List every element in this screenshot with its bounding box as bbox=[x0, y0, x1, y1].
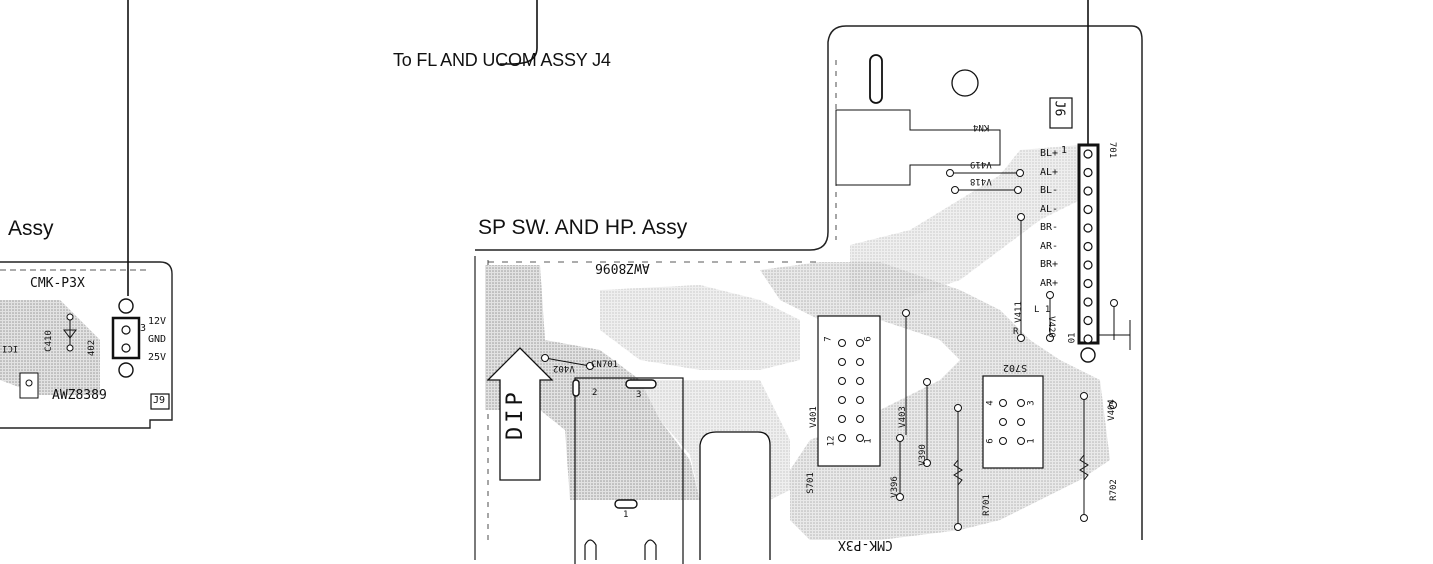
j6-pin-pad bbox=[1083, 297, 1093, 307]
s701-pin-pad bbox=[838, 415, 846, 423]
j6-pin-label: BR- bbox=[1040, 222, 1059, 233]
j6-pin-pad bbox=[1083, 315, 1093, 326]
j6-jack-label: J6 bbox=[1051, 100, 1067, 117]
s701-pin-label: 1 bbox=[863, 438, 874, 444]
j6-pin-pad bbox=[1083, 223, 1093, 233]
fl-ucom-callout: To FL AND UCOM ASSY J4 bbox=[393, 50, 611, 70]
s702-pin-label: 3 bbox=[1026, 400, 1037, 406]
kn4-label: KN4 bbox=[973, 122, 990, 132]
right-board-code-bottom: CMK-P3X bbox=[838, 537, 893, 552]
left-board-part: AWZ8389 bbox=[52, 388, 107, 403]
jumper-v390: V390 bbox=[917, 444, 928, 466]
right-board bbox=[474, 25, 1143, 564]
dip-arrow-label: DIP bbox=[503, 388, 528, 440]
s701-pin-pad bbox=[856, 396, 864, 404]
jumper-v396: V396 bbox=[889, 476, 900, 498]
j6-pin-label: AL- bbox=[1040, 203, 1059, 215]
switch-s702-label: S702 bbox=[1003, 362, 1028, 373]
callout-leader bbox=[500, 0, 538, 65]
s701-pin-label: 12 bbox=[826, 435, 837, 447]
jumper-v418: V418 bbox=[970, 176, 992, 186]
j6-pin-pad bbox=[1083, 149, 1093, 159]
j6-pin-label: R bbox=[1013, 327, 1019, 337]
j6-pin-label: BL- bbox=[1040, 185, 1059, 196]
left-pin-12v: 12V bbox=[148, 316, 167, 327]
left-pin-gnd: GND bbox=[148, 334, 167, 345]
s701-pin-label: 6 bbox=[863, 336, 874, 342]
s702-pin-pad bbox=[999, 437, 1007, 445]
j6-pin-label: AL+ bbox=[1040, 166, 1059, 178]
jumper-v419: V419 bbox=[970, 159, 992, 169]
s702-pin-label: 4 bbox=[985, 400, 996, 406]
j6-pin-pad bbox=[1083, 260, 1093, 270]
s702-pin-pad bbox=[1017, 399, 1025, 407]
s702-pin-label: 6 bbox=[985, 438, 996, 444]
s701-pin-pad bbox=[838, 434, 846, 442]
jumper-v403: V403 bbox=[897, 406, 908, 428]
jumper-v411: V411 bbox=[1013, 301, 1024, 323]
j6-pin-label: AR- bbox=[1040, 240, 1059, 252]
s702-pin-label: 1 bbox=[1026, 438, 1037, 444]
left-board-title: Assy bbox=[8, 217, 54, 240]
s702-pin-pad bbox=[999, 399, 1007, 407]
right-board-code-mirrored: AWZ8096 bbox=[595, 260, 650, 275]
s701-pin-pad bbox=[838, 377, 846, 385]
j6-pin-pad bbox=[1083, 204, 1093, 215]
s701-pin-pad bbox=[856, 358, 864, 366]
j6-pin-label: BL+ bbox=[1040, 148, 1059, 159]
j6-pin-pad bbox=[1083, 334, 1093, 344]
s701-pin-pad bbox=[856, 415, 864, 423]
left-comp-402: 402 bbox=[87, 339, 98, 357]
s701-pin-pad bbox=[856, 377, 864, 385]
j6-pin-last: 01 bbox=[1067, 332, 1078, 344]
s701-pin-pad bbox=[856, 339, 864, 347]
resistor-r701-label: R701 bbox=[981, 494, 992, 516]
s701-pin-pad bbox=[856, 434, 864, 442]
jumper-v404: V404 bbox=[1106, 399, 1117, 421]
connector-701-label: 701 bbox=[1107, 141, 1118, 159]
s702-pin-pad bbox=[1017, 418, 1025, 426]
left-jack-label: J9 bbox=[153, 395, 166, 406]
jumper-v420: V420 bbox=[1045, 316, 1056, 338]
j6-pin-pad bbox=[1083, 186, 1093, 196]
j6-pin-l1: L 1 bbox=[1034, 305, 1051, 315]
jumper-v402: V402 bbox=[553, 363, 575, 373]
s701-pin-pad bbox=[838, 339, 846, 347]
right-board-title: SP SW. AND HP. Assy bbox=[478, 216, 688, 239]
s702-pin-pad bbox=[999, 418, 1007, 426]
j6-pin-label: BR+ bbox=[1040, 259, 1059, 270]
left-comp-c410: C410 bbox=[43, 330, 54, 352]
s701-pin-pad bbox=[838, 358, 846, 366]
resistor-r702-label: R702 bbox=[1108, 479, 1119, 501]
left-pin-25v: 25V bbox=[148, 352, 167, 363]
cn701-label: CN701 bbox=[591, 360, 619, 370]
left-pin-number: 3 bbox=[140, 323, 147, 334]
left-board-code: CMK-P3X bbox=[30, 276, 85, 291]
cn-pin-2: 2 bbox=[592, 388, 598, 398]
cn-pin-1: 1 bbox=[623, 510, 629, 520]
cn-pin-3: 3 bbox=[636, 390, 642, 400]
j6-pin-first: 1 bbox=[1061, 145, 1068, 156]
j6-pin-label: AR+ bbox=[1040, 277, 1059, 289]
j6-pin-pad bbox=[1083, 167, 1093, 178]
s701-pin-pad bbox=[838, 396, 846, 404]
jumper-v401: V401 bbox=[808, 406, 819, 428]
j6-pin-pad bbox=[1083, 278, 1093, 289]
s702-pin-pad bbox=[1017, 437, 1025, 445]
left-board bbox=[0, 261, 173, 429]
left-comp-edge: ICI bbox=[2, 343, 19, 353]
switch-s701-label: S701 bbox=[805, 472, 816, 494]
s701-pin-label: 7 bbox=[823, 336, 834, 342]
j6-pin-pad bbox=[1083, 241, 1093, 252]
